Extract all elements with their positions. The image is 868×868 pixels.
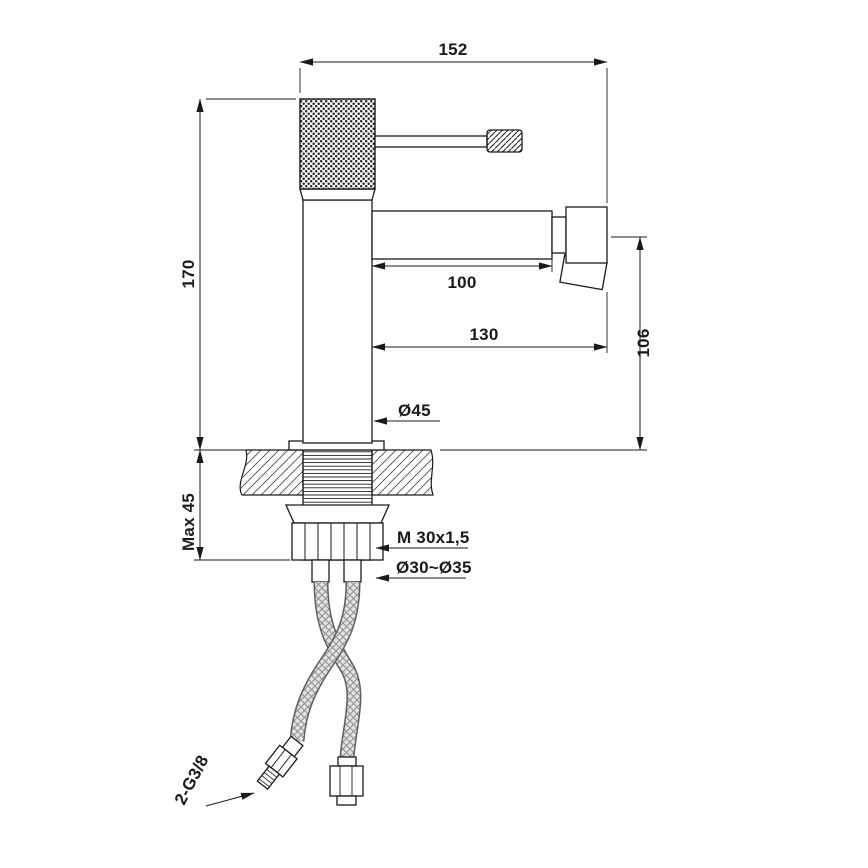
fitting-hex-facets — [270, 749, 292, 773]
fixing-nut — [291, 522, 384, 561]
label-spout-reach: 130 — [470, 325, 499, 344]
handle-neck — [299, 188, 376, 201]
label-hose-connection: 2-G3/8 — [171, 752, 213, 808]
label-spout-height: 106 — [634, 329, 653, 358]
faucet-body — [302, 199, 373, 444]
dimension-lines — [194, 58, 647, 807]
label-max-deck: Max 45 — [179, 493, 198, 551]
hose-2-braid — [291, 581, 359, 742]
fitting-collar-top — [337, 756, 357, 767]
deck-section-left — [239, 449, 304, 496]
hose-fitting-vertical — [329, 756, 364, 806]
label-body-diameter: Ø45 — [398, 401, 431, 420]
hose-fitting-angled — [256, 735, 304, 791]
label-mounting-thread: M 30x1,5 — [397, 528, 469, 547]
hose-stub-left — [311, 559, 330, 583]
fixture-geometry — [239, 98, 608, 806]
hose-stub-right — [343, 559, 362, 583]
mounting-gasket — [284, 504, 391, 524]
lever-grip — [486, 129, 523, 153]
spout — [371, 210, 553, 260]
hose-1-braid — [315, 581, 360, 758]
spout-step-ring — [551, 216, 567, 254]
lever-rod — [374, 135, 488, 148]
fitting-hex-facets — [339, 766, 353, 796]
aerator-cap — [565, 206, 608, 264]
fitting-tip-threads — [259, 768, 278, 788]
fitting-hex-nut — [329, 765, 364, 797]
label-spout-length: 100 — [448, 273, 477, 292]
leader-g38 — [205, 792, 255, 807]
knurled-handle — [299, 98, 376, 190]
dimension-labels: 152 170 100 130 106 Ø45 Max 45 M 30x1,5 … — [171, 40, 653, 808]
label-hole-diameter: Ø30~Ø35 — [396, 558, 472, 577]
label-total-height: 170 — [179, 260, 198, 289]
label-total-reach: 152 — [439, 40, 468, 59]
fixing-nut-slots — [304, 523, 371, 560]
fitting-threaded-tip — [256, 765, 281, 791]
deck-section-right — [371, 449, 434, 496]
fitting-collar-bottom — [336, 795, 357, 806]
